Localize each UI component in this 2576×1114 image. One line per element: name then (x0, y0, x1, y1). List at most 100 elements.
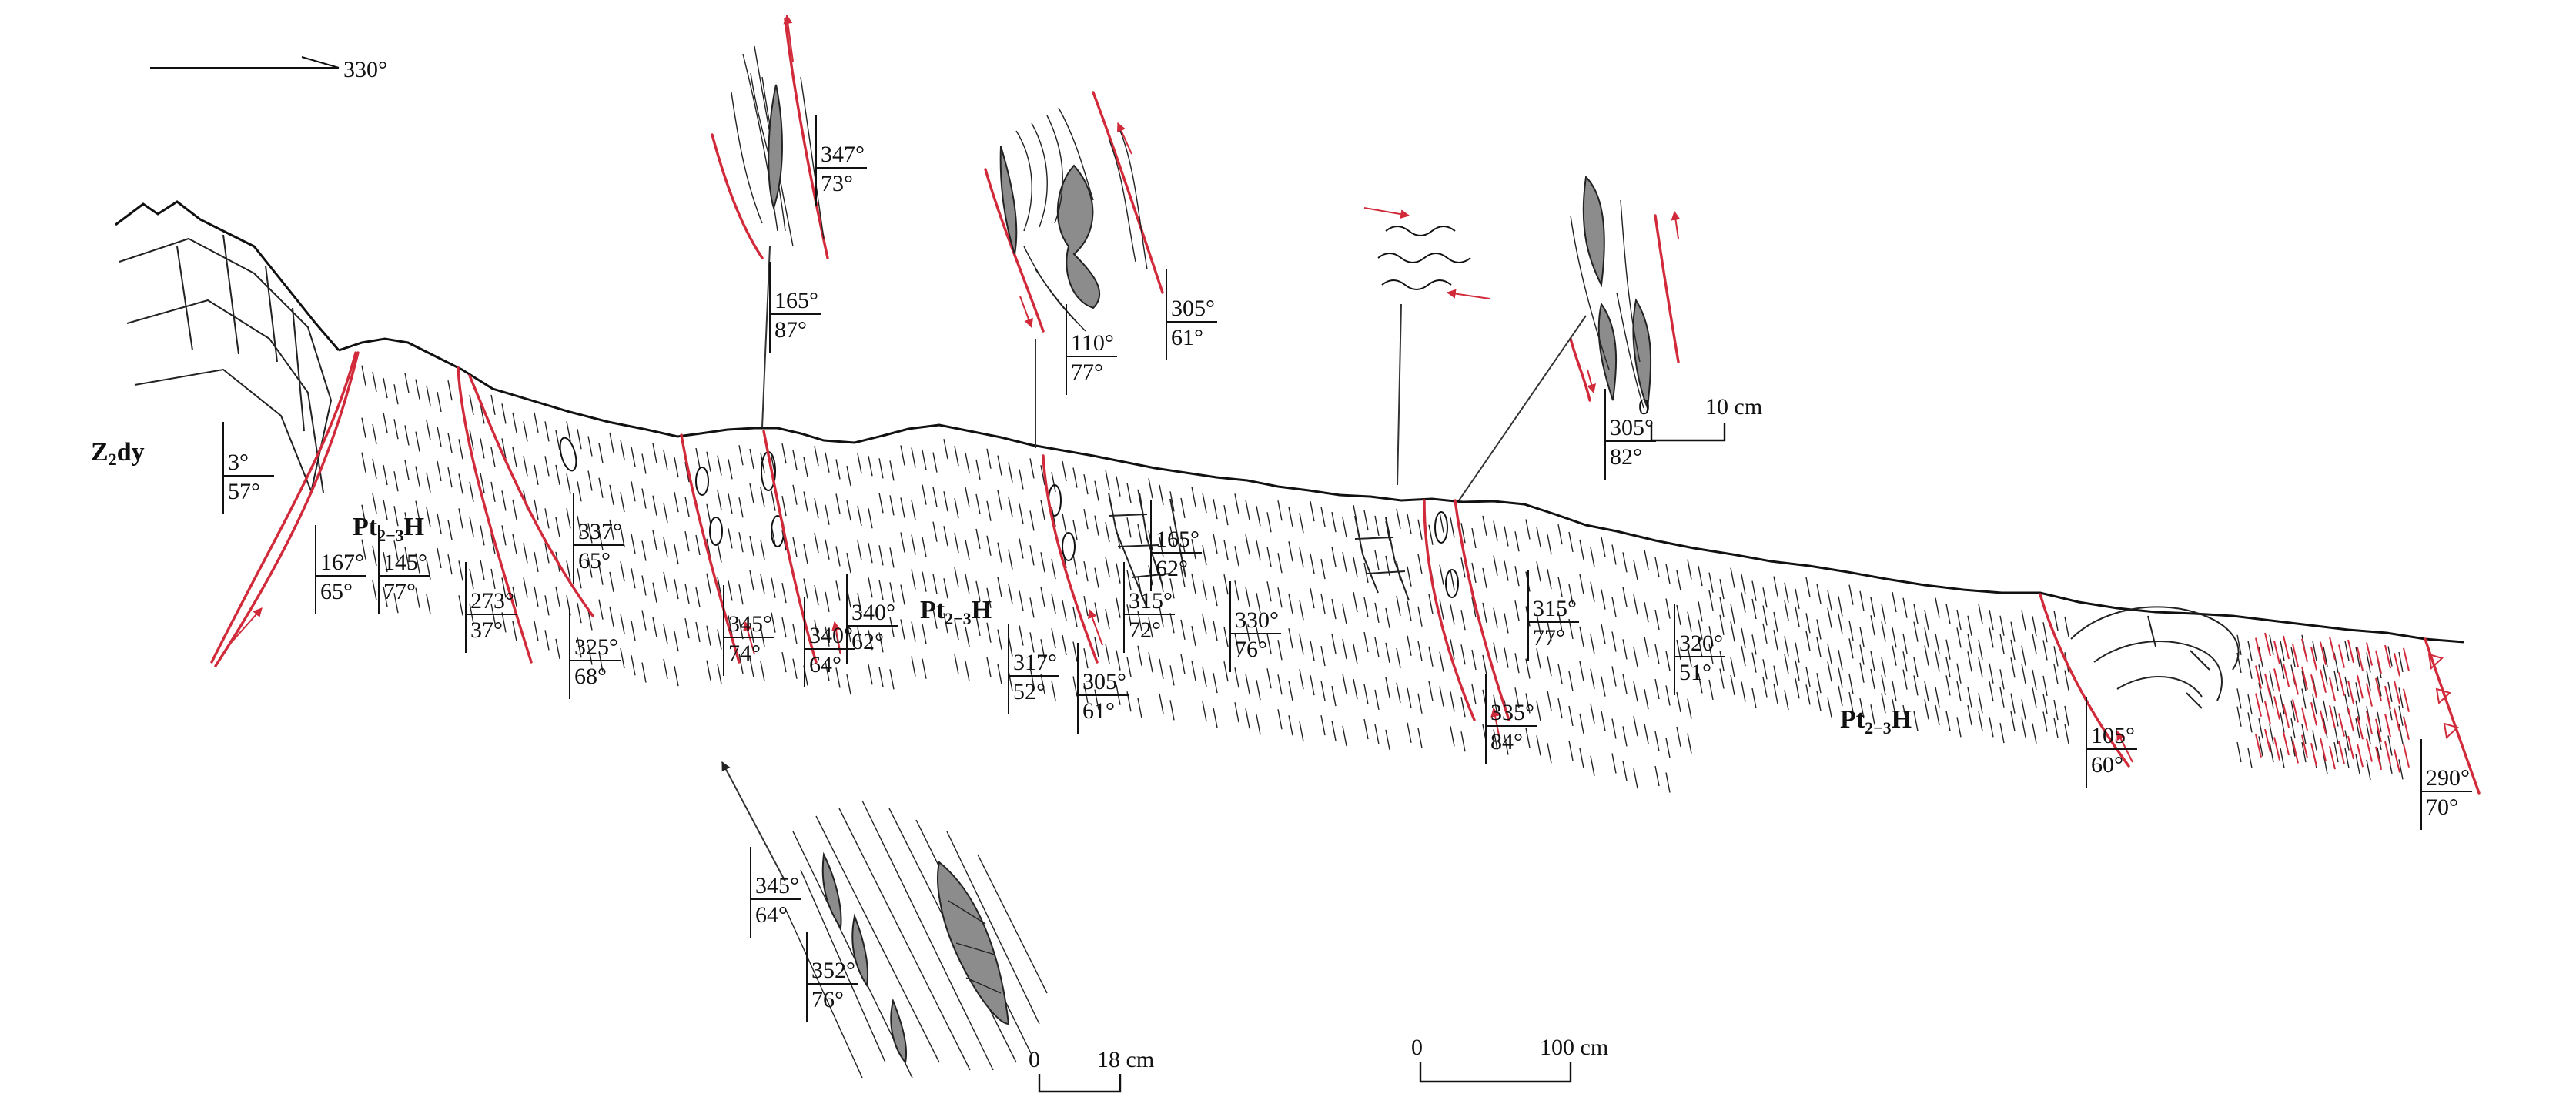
red-foliation-tick (2338, 713, 2345, 737)
foliation-tick (954, 497, 959, 519)
foliation-tick (2236, 634, 2242, 655)
foliation-tick (480, 525, 485, 546)
foliation-tick (1008, 497, 1013, 517)
foliation-tick (372, 458, 377, 480)
attitude-azimuth: 337° (578, 519, 622, 544)
foliation-tick (1288, 628, 1293, 649)
foliation-tick (1870, 615, 1875, 636)
foliation-tick (1439, 512, 1444, 533)
foliation-tick (975, 615, 981, 637)
foliation-tick (2323, 700, 2328, 721)
foliation-tick (1266, 547, 1272, 567)
foliation-tick (1547, 569, 1552, 590)
foliation-tick (760, 661, 765, 681)
foliation-tick (1654, 557, 1660, 578)
foliation-tick (1450, 639, 1455, 660)
foliation-tick (1310, 554, 1315, 574)
foliation-tick (2258, 718, 2263, 739)
foliation-tick (1353, 644, 1358, 665)
foliation-tick (986, 448, 992, 469)
foliation-tick (771, 490, 776, 511)
red-foliation-tick (2347, 680, 2354, 704)
foliation-tick (749, 570, 754, 591)
foliation-tick (1989, 717, 1994, 738)
foliation-tick (1665, 598, 1671, 619)
attitude-azimuth: 145° (383, 550, 427, 575)
foliation-tick (814, 619, 819, 641)
foliation-tick (760, 574, 765, 594)
red-foliation-tick (2264, 673, 2271, 698)
foliation-tick (1202, 614, 1207, 635)
foliation-tick (2236, 741, 2242, 763)
foliation-tick (1428, 524, 1434, 545)
foliation-tick (1611, 718, 1617, 739)
red-foliation-tick (2310, 743, 2317, 767)
foliation-tick (1654, 609, 1660, 631)
foliation-tick (943, 526, 948, 547)
foliation-tick (1751, 580, 1757, 601)
foliation-tick (2010, 621, 2016, 642)
red-foliation-tick (2394, 708, 2400, 732)
foliation-tick (1450, 517, 1455, 538)
foliation-tick (1730, 674, 1735, 696)
foliation-tick (523, 456, 528, 477)
foliation-tick (889, 617, 895, 637)
foliation-tick (1094, 515, 1099, 536)
foliation-tick (1471, 527, 1477, 549)
foliation-tick (1784, 582, 1789, 603)
foliation-tick (1622, 552, 1628, 573)
foliation-tick (501, 403, 507, 424)
foliation-tick (1579, 748, 1584, 769)
attitude-azimuth: 315° (1129, 588, 1173, 614)
foliation-tick (641, 453, 647, 474)
red-fabric-zone (2255, 632, 2410, 773)
foliation-tick (469, 394, 474, 416)
foliation-tick (609, 484, 614, 506)
foliation-tick (1773, 630, 1778, 651)
foliation-tick (501, 577, 507, 598)
foliation-tick (1773, 665, 1778, 686)
foliation-tick (555, 638, 560, 660)
foliation-tick (1514, 600, 1520, 621)
foliation-tick (641, 575, 647, 596)
foliation-tick (1805, 613, 1811, 634)
foliation-tick (1848, 584, 1854, 605)
attitude-azimuth: 340° (851, 600, 895, 625)
foliation-tick (1353, 591, 1358, 613)
foliation-tick (1159, 537, 1164, 557)
foliation-tick (1848, 638, 1854, 659)
attitude-symbol: 290°70° (2420, 739, 2472, 830)
foliation-tick (965, 539, 970, 560)
foliation-tick (1999, 615, 2005, 636)
foliation-tick (383, 586, 388, 607)
foliation-tick (1989, 681, 1994, 702)
foliation-tick (1762, 605, 1768, 626)
foliation-tick (404, 547, 410, 567)
foliation-tick (2258, 682, 2263, 703)
foliation-tick (393, 419, 399, 440)
attitude-azimuth: 305° (1082, 669, 1126, 694)
foliation-tick (1622, 587, 1628, 607)
foliation-tick (577, 516, 582, 537)
foliation-tick (2032, 616, 2037, 637)
foliation-tick (2366, 670, 2371, 691)
foliation-tick (555, 430, 560, 451)
red-foliation-tick (2320, 641, 2327, 665)
foliation-tick (1816, 584, 1822, 604)
foliation-tick (1827, 590, 1832, 611)
foliation-tick (717, 664, 722, 684)
inset-shear-lens-top (711, 14, 829, 428)
foliation-tick (1935, 704, 1940, 726)
formation-zdy: Z2dy (91, 438, 145, 469)
foliation-tick (512, 499, 517, 520)
foliation-tick (1094, 637, 1099, 657)
foliation-tick (911, 569, 916, 590)
foliation-tick (663, 450, 668, 471)
svg-text:0: 0 (1638, 394, 1650, 420)
foliation-tick (1040, 552, 1045, 573)
foliation-tick (1159, 606, 1164, 627)
foliation-tick (1040, 639, 1045, 660)
foliation-tick (372, 545, 377, 567)
attitude-azimuth: 352° (811, 958, 855, 983)
foliation-tick (911, 534, 916, 555)
